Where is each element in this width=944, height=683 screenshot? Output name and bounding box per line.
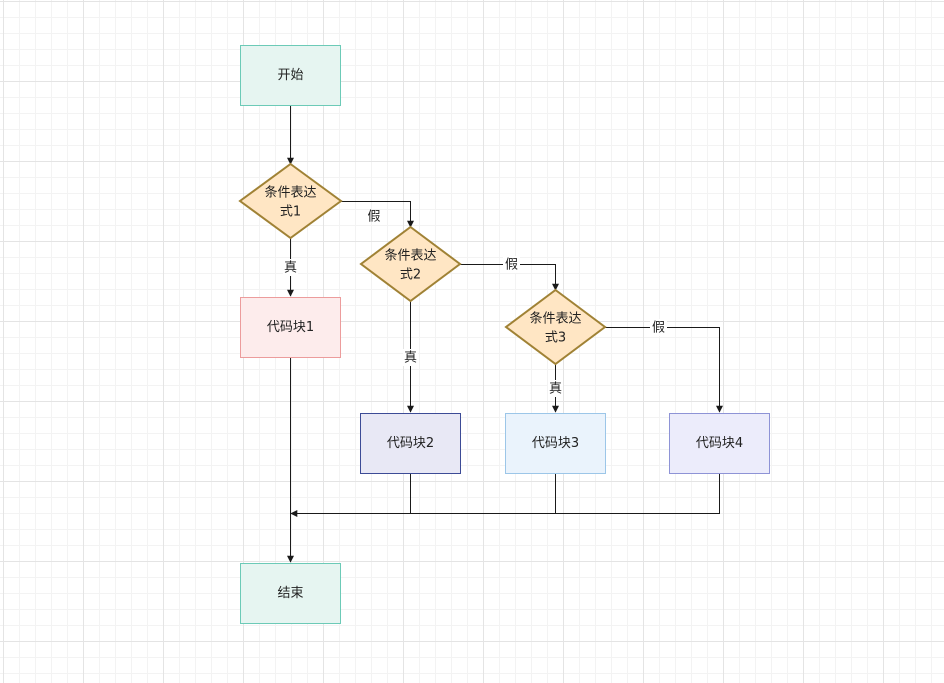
node-start-label: 开始 (277, 68, 303, 83)
node-block-2[interactable]: 代码块2 (360, 413, 461, 474)
process-shape (669, 413, 770, 474)
node-condition-1-line1: 条件表达 (264, 185, 316, 201)
edge-cond3-to-block4 (605, 327, 723, 413)
node-condition-1[interactable]: 条件表达 式1 (238, 162, 343, 240)
decision-shape (504, 288, 607, 366)
process-shape (360, 413, 461, 474)
node-condition-1-line2: 式1 (280, 205, 301, 220)
decision-shape (359, 225, 462, 303)
node-block-2-label: 代码块2 (387, 436, 434, 451)
node-condition-3-line2: 式3 (545, 331, 566, 346)
edge-cond1-to-cond2 (341, 201, 414, 228)
node-block-3[interactable]: 代码块3 (505, 413, 606, 474)
edge-label-cond1-true: 真 (284, 261, 297, 276)
decision-shape (238, 162, 343, 240)
node-block-1-label: 代码块1 (267, 320, 314, 335)
node-condition-2[interactable]: 条件表达 式2 (359, 225, 462, 303)
node-start[interactable]: 开始 (240, 45, 341, 106)
edge-labels: 真 假 真 假 真 假 (283, 210, 667, 397)
node-condition-2-line1: 条件表达 (384, 248, 436, 264)
node-block-3-label: 代码块3 (532, 436, 579, 451)
node-condition-2-line2: 式2 (400, 268, 421, 283)
edge-label-cond2-false: 假 (505, 258, 518, 273)
edge-label-cond1-false: 假 (367, 210, 380, 225)
node-end-label: 结束 (277, 586, 303, 601)
node-block-4-label: 代码块4 (696, 436, 743, 451)
node-end[interactable]: 结束 (240, 563, 341, 624)
process-shape (505, 413, 606, 474)
node-block-1[interactable]: 代码块1 (240, 297, 341, 358)
terminal-shape (240, 45, 341, 106)
edge-cond2-to-cond3 (460, 264, 559, 291)
process-shape (240, 297, 341, 358)
edge-label-cond2-true: 真 (404, 351, 417, 366)
node-condition-3[interactable]: 条件表达 式3 (504, 288, 607, 366)
node-block-4[interactable]: 代码块4 (669, 413, 770, 474)
edge-label-cond3-true: 真 (549, 382, 562, 397)
terminal-shape (240, 563, 341, 624)
edge-block4-merge (290, 473, 720, 517)
edge-label-cond3-false: 假 (652, 321, 665, 336)
node-condition-3-line1: 条件表达 (529, 311, 581, 327)
